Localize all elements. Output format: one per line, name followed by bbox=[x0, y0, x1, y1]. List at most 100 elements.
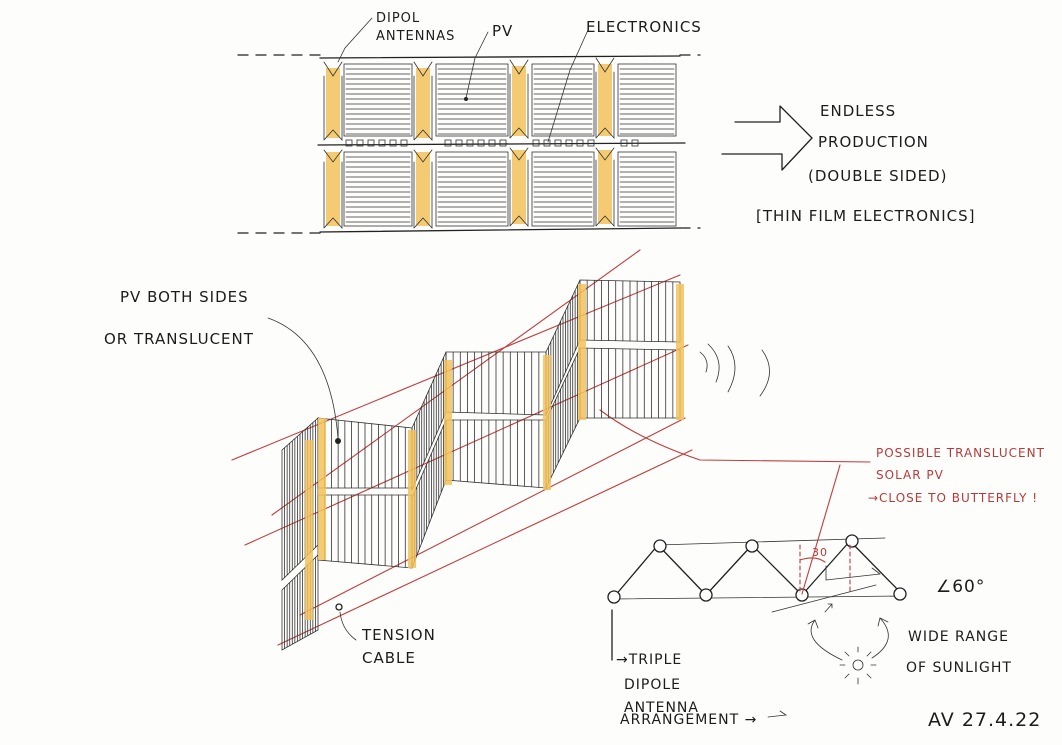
pv-panel bbox=[618, 64, 676, 136]
strip-top-edge bbox=[320, 56, 680, 58]
sun-rays bbox=[840, 647, 876, 684]
zigzag-pv-structure bbox=[232, 250, 870, 650]
angle-60-label: ∠60° bbox=[936, 577, 985, 597]
dipole-antenna bbox=[512, 66, 526, 136]
electronics-chip bbox=[478, 140, 484, 146]
wide-range-label: WIDE RANGE bbox=[908, 629, 1009, 645]
dipol-antennas-label-1: DIPOL bbox=[376, 11, 420, 26]
pv-panel bbox=[344, 152, 412, 226]
close-to-butterfly-label: →CLOSE TO BUTTERFLY ! bbox=[868, 491, 1038, 505]
or-translucent-label: OR TRANSLUCENT bbox=[104, 330, 254, 348]
electronics-chip bbox=[456, 140, 462, 146]
truss-bottom-chord bbox=[614, 596, 905, 599]
dipole-antenna bbox=[326, 68, 340, 138]
signature-date: AV 27.4.22 bbox=[928, 709, 1041, 731]
zigzag-antenna bbox=[305, 440, 313, 620]
angle-30-label: 30 bbox=[812, 546, 828, 559]
production-label: PRODUCTION bbox=[818, 133, 929, 151]
signal-arc bbox=[728, 346, 735, 392]
electronics-chip bbox=[489, 140, 495, 146]
pv-panel bbox=[532, 152, 594, 226]
pv-strip-plan-view bbox=[238, 55, 700, 233]
endless-label: ENDLESS bbox=[820, 102, 896, 120]
pv-leader-dot bbox=[464, 97, 468, 101]
dipole-antenna bbox=[598, 150, 612, 224]
double-sided-label: (DOUBLE SIDED) bbox=[808, 167, 947, 185]
zigzag-antenna bbox=[408, 430, 416, 568]
pv-leader bbox=[466, 32, 488, 98]
electronics-chip bbox=[467, 140, 473, 146]
dipole-antenna bbox=[512, 150, 526, 224]
strip-mid-line bbox=[318, 143, 685, 145]
zigzag-antenna bbox=[578, 284, 586, 420]
dipole-antenna bbox=[326, 152, 340, 226]
dipol-antennas-leader bbox=[338, 18, 372, 62]
dipol-antennas-label-2: ANTENNAS bbox=[376, 29, 455, 44]
pv-panel bbox=[532, 64, 594, 136]
production-arrow bbox=[722, 106, 812, 170]
zigzag-pv-panel bbox=[580, 280, 680, 342]
zigzag-pv-panel bbox=[580, 348, 680, 418]
electronics-label: ELECTRONICS bbox=[586, 18, 702, 36]
truss-node bbox=[654, 540, 666, 552]
triple-label: →TRIPLE bbox=[616, 652, 682, 668]
electronics-chip bbox=[445, 140, 451, 146]
dipole-antenna bbox=[416, 152, 430, 226]
zigzag-pv-panel bbox=[318, 418, 412, 488]
signal-arc bbox=[708, 344, 719, 382]
truss-node bbox=[700, 589, 712, 601]
zigzag-antenna bbox=[318, 418, 326, 560]
of-sunlight-label: OF SUNLIGHT bbox=[906, 660, 1012, 676]
signal-arc bbox=[760, 350, 770, 396]
zigzag-pv-panel bbox=[446, 352, 546, 415]
pv-panel bbox=[436, 152, 508, 226]
signal-arc bbox=[700, 352, 707, 372]
angle-leader-red bbox=[802, 465, 840, 594]
dipole-label: DIPOLE bbox=[624, 677, 681, 693]
truss-node bbox=[746, 540, 758, 552]
zigzag-antenna bbox=[543, 355, 551, 490]
angle-arrows bbox=[826, 566, 880, 580]
pv-both-sides-label: PV BOTH SIDES bbox=[120, 288, 249, 306]
arrangement-arrow bbox=[768, 711, 786, 717]
electronics-leader bbox=[548, 30, 588, 142]
tension-label: TENSION bbox=[361, 626, 436, 644]
zigzag-antenna bbox=[444, 360, 452, 485]
electronics-chip bbox=[544, 140, 550, 146]
truss-node bbox=[894, 588, 906, 600]
pv-label: PV bbox=[492, 22, 513, 40]
cable-label: CABLE bbox=[362, 649, 416, 667]
perspective-guide bbox=[232, 275, 680, 460]
truss-node bbox=[796, 589, 808, 601]
sunlight-tick bbox=[825, 604, 832, 612]
electronics-chip bbox=[555, 140, 561, 146]
pv-panel bbox=[618, 152, 676, 226]
tension-cable-leader bbox=[340, 612, 356, 640]
arrangement-label: ARRANGEMENT → bbox=[620, 712, 757, 728]
electronics-row bbox=[346, 140, 638, 146]
perspective-guide bbox=[278, 450, 692, 645]
zigzag-pv-panel bbox=[446, 420, 546, 488]
sunlight-arrow-right bbox=[872, 618, 888, 658]
sun-icon bbox=[853, 660, 863, 670]
truss-node bbox=[846, 535, 858, 547]
solar-pv-label: SOLAR PV bbox=[876, 468, 944, 482]
electronics-chip bbox=[533, 140, 539, 146]
truss-node bbox=[608, 591, 620, 603]
dipole-antenna bbox=[598, 64, 612, 136]
pv-panel bbox=[344, 64, 412, 136]
sunlight-tilt-line bbox=[772, 585, 876, 612]
strip-bottom-edge bbox=[320, 228, 680, 232]
electronics-chip bbox=[500, 140, 506, 146]
possible-translucent-label: POSSIBLE TRANSLUCENT bbox=[876, 446, 1045, 460]
pv-panel bbox=[436, 64, 508, 136]
dipole-antenna bbox=[416, 68, 430, 138]
tension-cable-marker bbox=[336, 604, 342, 610]
thin-film-label: [THIN FILM ELECTRONICS] bbox=[756, 207, 976, 225]
zigzag-antenna bbox=[676, 284, 684, 420]
pv-both-sides-dot bbox=[335, 438, 341, 444]
perspective-guide bbox=[300, 418, 685, 615]
sunlight-arrow-left bbox=[808, 620, 842, 660]
